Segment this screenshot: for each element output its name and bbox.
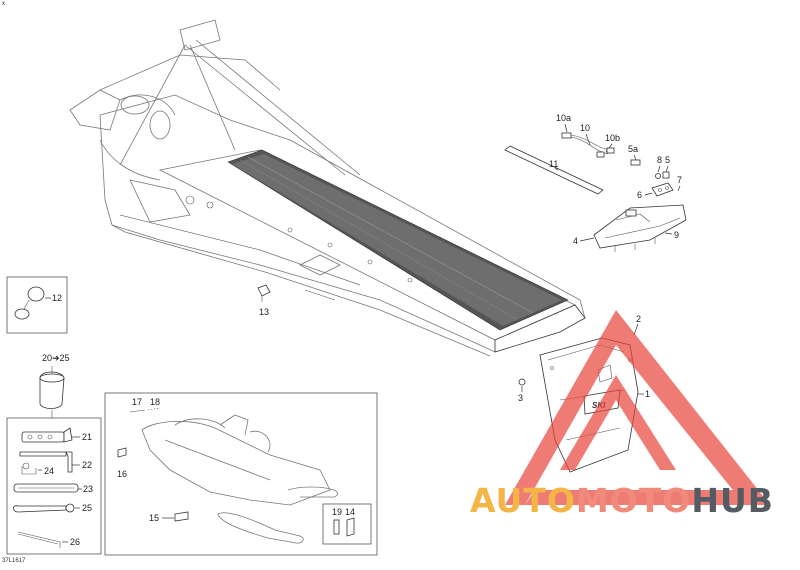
callout-22: 22 [82, 460, 92, 470]
watermark-hub: HUB [691, 481, 774, 520]
callout-8: 8 [657, 155, 662, 165]
callout-24: 24 [44, 466, 54, 476]
callout-9: 9 [674, 230, 679, 240]
callout-10a: 10a [556, 113, 571, 123]
watermark-logo: AUTOMOTOHUB [470, 481, 800, 525]
callout-10: 10 [580, 123, 590, 133]
reference-code: 37L1617 [2, 558, 26, 564]
watermark-auto: AUTO [470, 481, 576, 520]
parts-4-9-bracket: 4 9 [573, 204, 687, 252]
callout-12: 12 [52, 293, 62, 303]
part-10-harness: 10a 10 10b [556, 113, 620, 158]
callout-11: 11 [549, 159, 558, 169]
watermark-triangle [505, 310, 770, 505]
callout-26: 26 [70, 537, 80, 547]
detail-box-12: 12 [6, 276, 68, 334]
chassis-tunnel [69, 19, 586, 357]
callout-10b: 10b [605, 133, 620, 143]
callout-18: 18 [150, 397, 160, 407]
callout-23: 23 [83, 484, 93, 494]
callout-5a: 5a [628, 144, 638, 154]
tool-kit: 20➔25 21 22 24 23 25 [6, 353, 102, 555]
corner-mark: x [2, 1, 5, 7]
callout-6: 6 [637, 190, 642, 200]
callout-19: 19 [332, 507, 342, 517]
watermark-moto: MOTO [575, 481, 692, 520]
callout-5: 5 [665, 155, 670, 165]
sled-overview: 17 18 16 15 19 14 [104, 392, 378, 556]
callout-21: 21 [82, 432, 92, 442]
part-11: 11 [504, 145, 604, 195]
callout-7: 7 [677, 175, 682, 185]
callout-3: 3 [518, 393, 523, 403]
callout-1: 1 [645, 389, 650, 399]
callout-2: 2 [636, 314, 641, 324]
callout-16: 16 [117, 469, 127, 479]
callout-15: 15 [149, 513, 159, 523]
part-13: 13 [257, 284, 271, 317]
callout-17: 17 [132, 397, 142, 407]
callout-4: 4 [573, 236, 578, 246]
callout-13: 13 [259, 307, 269, 317]
callout-25: 25 [82, 503, 92, 513]
callout-14: 14 [345, 507, 355, 517]
callout-20-25: 20➔25 [42, 353, 70, 363]
parts-5-8-fasteners: 5a 8 5 7 6 [628, 144, 682, 200]
